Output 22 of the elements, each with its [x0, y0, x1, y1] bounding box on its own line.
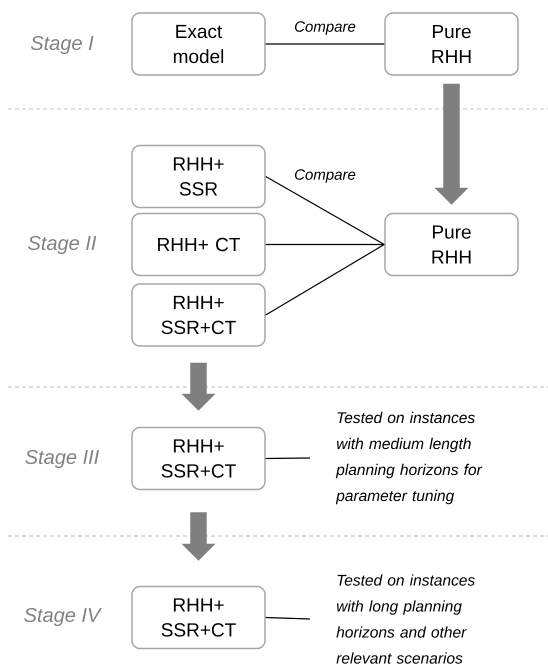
connector-line	[266, 43, 384, 45]
stage-label: Stage III	[25, 450, 99, 468]
process-box: RHH+ SSR+CT	[131, 283, 266, 347]
connector-line	[265, 244, 385, 316]
process-box: RHH+ SSR+CT	[131, 586, 266, 650]
stage-label: Stage IV	[24, 608, 102, 626]
connector-line	[266, 457, 310, 460]
stage-label: Stage II	[28, 236, 96, 254]
process-box: RHH+ SSR	[131, 144, 266, 208]
process-box: Pure RHH	[384, 212, 519, 276]
process-box: Exact model	[131, 12, 266, 76]
connector-line	[265, 176, 385, 246]
process-box: Pure RHH	[384, 12, 519, 76]
connector-line	[266, 616, 310, 620]
note-text: Tested on instances with medium length planning horizons for parameter tuning	[336, 412, 482, 504]
connector-line	[266, 244, 384, 246]
process-box: RHH+ CT	[131, 212, 266, 276]
stage-label: Stage I	[30, 36, 94, 54]
note-text: Tested on instances with long planning horizons and other relevant scenarios	[336, 574, 475, 664]
process-box: RHH+ SSR+CT	[131, 426, 266, 490]
edge-label: Compare	[294, 21, 356, 35]
edge-label: Compare	[294, 169, 356, 183]
